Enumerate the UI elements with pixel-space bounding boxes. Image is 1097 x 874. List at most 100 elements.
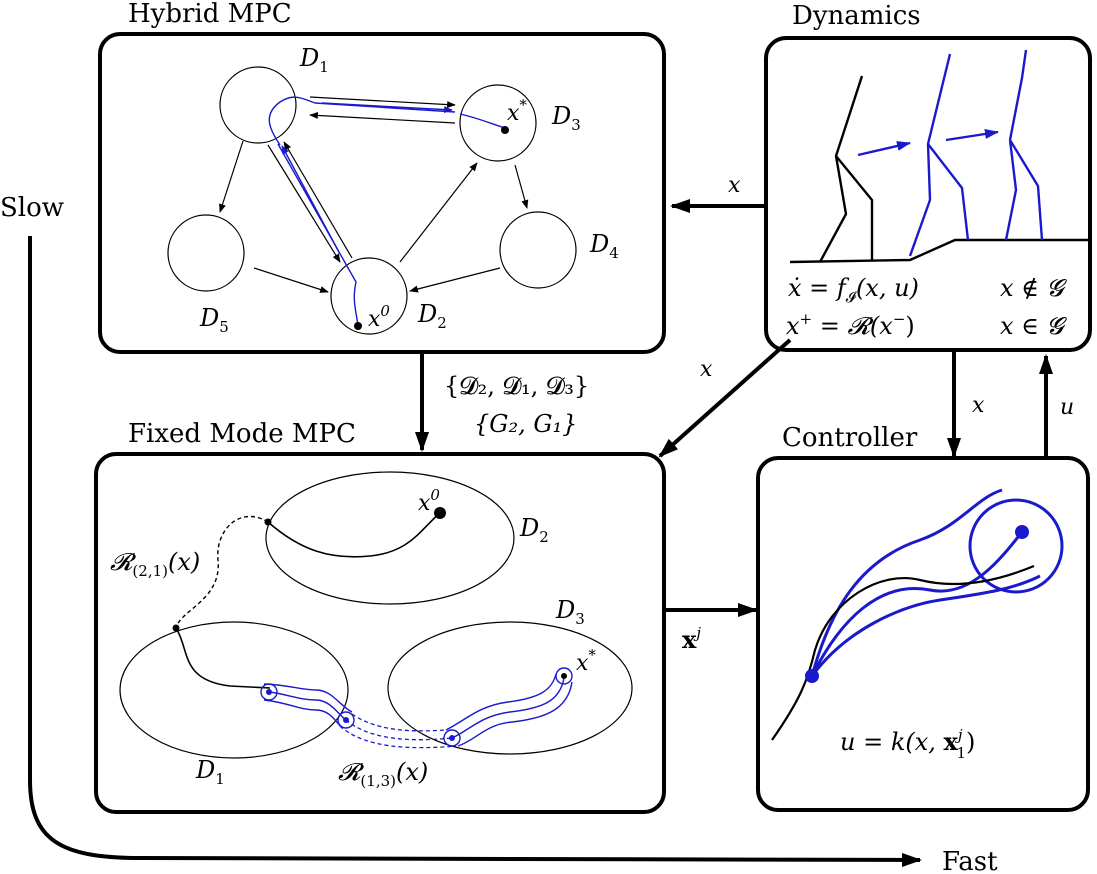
controller-tube-lower <box>810 574 1041 677</box>
controller-title: Controller <box>782 423 918 453</box>
fixed-tube-d1-upper <box>263 683 353 713</box>
fixed-tube-d3-end-ball <box>555 667 573 685</box>
fixed-tube-d3-start-ball <box>443 729 461 747</box>
controller-terminal-state-dot <box>1015 525 1029 539</box>
walker-pose-blue-2-stance <box>1008 49 1028 141</box>
hybrid-label-d1: D1 <box>299 44 329 76</box>
edge-d1-d2 <box>267 144 341 263</box>
controller-initial-state-dot <box>805 669 819 683</box>
edge-d4-d2 <box>409 267 501 293</box>
fixed-label-d1: D1 <box>195 756 225 788</box>
controller-actual-trajectory <box>771 564 1035 741</box>
arrow-fixed-to-controller-label: xj <box>682 624 701 654</box>
axis-slow-to-fast-arrow <box>28 236 922 867</box>
hybrid-mpc-box <box>98 32 666 354</box>
edge-d3-d1 <box>309 111 456 124</box>
walker-pose-blue-2-leg <box>1004 139 1018 241</box>
fixed-mode-mpc-box <box>94 452 666 814</box>
walker-pose-blue-1-swing <box>927 143 970 241</box>
controller-terminal-set <box>968 498 1064 594</box>
arrow-dynamics-to-fixed-label: x <box>700 357 713 382</box>
fixed-goal-state-dot <box>561 673 567 679</box>
connections: x x x u {𝓓₂, 𝓓₁, 𝓓₃} {G₂, G₁} xj <box>415 173 1074 654</box>
hybrid-mode-d1-circle <box>219 66 297 144</box>
fixed-trajectory-d1 <box>175 627 271 689</box>
hybrid-mode-d2-circle <box>330 257 408 335</box>
edge-d2-d1 <box>283 141 353 259</box>
arrow-dynamics-to-hybrid-label: x <box>728 173 741 198</box>
arrow-controller-to-dynamics-label: u <box>1060 395 1074 420</box>
dynamics-eq-reset: x+ = 𝓡(x−) <box>786 310 915 340</box>
fixed-mode-d1-ellipse <box>119 621 349 759</box>
fixed-tube-d1-start-ball <box>260 683 278 701</box>
fixed-mode-mpc-panel: Fixed Mode MPC x0 <box>94 419 666 814</box>
hybrid-plan-path-d3 <box>459 113 506 129</box>
hybrid-start-state-dot <box>354 322 362 330</box>
arrow-dynamics-to-controller-label: x <box>972 393 985 418</box>
fixed-reset-13-lower <box>339 725 457 749</box>
fixed-start-state-label: x0 <box>418 486 440 516</box>
fixed-tube-d1-lower <box>263 699 343 729</box>
fixed-tube-d1-center <box>269 691 347 721</box>
hybrid-label-d5: D5 <box>199 304 229 336</box>
fixed-tube-d1-start-dot <box>266 689 272 695</box>
fixed-tube-d3-lower <box>457 681 573 747</box>
motion-arrow-2 <box>945 129 999 142</box>
dynamics-panel: Dynamics ẋ = f𝓘(x, u) x ∉ 𝓖 x+ = 𝓡(x−) x… <box>764 1 1092 352</box>
axis-fast-label: Fast <box>942 847 998 874</box>
walker-pose-black-stance <box>818 75 864 263</box>
dynamics-eq-reset-condition: x ∈ 𝓖 <box>1000 312 1068 340</box>
arrow-hybrid-to-fixed-guards-label: {G₂, G₁} <box>474 410 577 438</box>
fixed-reset-21-path <box>175 515 269 629</box>
fixed-mode-d3-ellipse <box>387 621 633 755</box>
controller-tube-upper <box>810 488 1003 677</box>
hybrid-mpc-title: Hybrid MPC <box>128 0 292 29</box>
hybrid-goal-state-label: x* <box>507 96 527 126</box>
hybrid-mode-d5-circle <box>167 214 245 292</box>
controller-box <box>756 456 1090 812</box>
hybrid-mpc-panel: Hybrid MPC D1 D3 D4 D5 D2 x0 x* <box>98 0 666 354</box>
hybrid-label-d3: D3 <box>551 102 581 134</box>
hybrid-label-d2: D2 <box>417 300 447 332</box>
controller-nominal-trajectory <box>810 531 1024 677</box>
fixed-tube-d3-upper <box>445 673 557 731</box>
hybrid-plan-arrow-d1-d3 <box>321 102 453 114</box>
hybrid-mode-d3-circle <box>459 84 537 162</box>
walker-pose-blue-1-stance <box>908 53 952 257</box>
fixed-mode-mpc-title: Fixed Mode MPC <box>128 419 356 449</box>
hybrid-goal-state-dot <box>501 126 509 134</box>
edge-d1-d5 <box>219 140 244 213</box>
motion-arrow-1 <box>857 141 911 157</box>
hybrid-plan-path <box>277 143 359 327</box>
hybrid-start-state-label: x0 <box>368 302 390 332</box>
fixed-label-d2: D2 <box>519 514 549 546</box>
terrain-line <box>789 238 1090 264</box>
edge-d3-d4 <box>514 164 529 209</box>
dynamics-eq-continuous-condition: x ∉ 𝓖 <box>1000 274 1068 302</box>
edge-d5-d2 <box>253 267 329 293</box>
fixed-label-d3: D3 <box>555 596 585 628</box>
fixed-tube-d3-start-dot <box>449 735 455 741</box>
fixed-tube-d3-center <box>451 677 565 739</box>
walker-pose-blue-2-swing <box>1008 139 1044 241</box>
arrow-hybrid-to-fixed-modes-label: {𝓓₂, 𝓓₁, 𝓓₃} <box>444 372 589 400</box>
dynamics-title: Dynamics <box>792 1 921 31</box>
hybrid-plan-path-d1 <box>268 96 456 146</box>
fixed-goal-state-label: x* <box>576 646 596 676</box>
axis-slow-label: Slow <box>0 193 64 223</box>
edge-d2-d3 <box>399 162 478 263</box>
hybrid-mode-d4-circle <box>499 211 577 289</box>
fixed-tube-d1-end-ball <box>337 711 355 729</box>
dynamics-eq-continuous: ẋ = f𝓘(x, u) <box>788 274 919 306</box>
walker-pose-black-swing <box>835 155 874 260</box>
dynamics-box <box>764 36 1092 352</box>
hybrid-plan-arrow-d2-d1 <box>281 145 341 255</box>
fixed-trajectory-d2 <box>267 512 441 558</box>
fixed-mode-d2-ellipse <box>265 471 515 605</box>
edge-d1-d3 <box>309 96 456 109</box>
fixed-reset-13-upper <box>351 713 447 732</box>
fixed-reset-13-center <box>345 719 453 741</box>
